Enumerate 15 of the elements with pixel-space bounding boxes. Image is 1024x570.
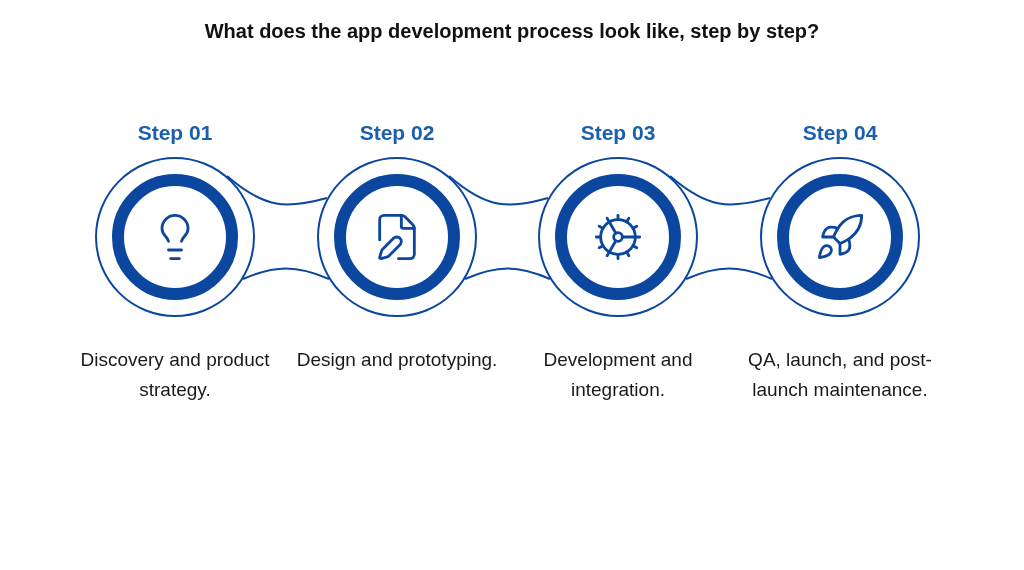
step-description: Design and prototyping. [296, 348, 498, 372]
step-description: Discovery and product strategy. [79, 348, 271, 402]
connector-curve [226, 175, 328, 206]
connector-curve [464, 267, 551, 280]
title: What does the app development process look like, step by step? [204, 19, 820, 44]
step-description: QA, launch, and post-launch maintenance. [747, 348, 933, 402]
connector-curve [685, 267, 773, 280]
connector-curve [669, 175, 771, 206]
step-description: Development and integration. [542, 348, 694, 402]
connector-curve [448, 175, 549, 206]
step-heading: Step 01 [137, 120, 213, 146]
step-heading: Step 04 [802, 120, 878, 146]
connector-curve [242, 267, 330, 280]
step-heading: Step 02 [359, 120, 435, 146]
step-heading: Step 03 [580, 120, 656, 146]
